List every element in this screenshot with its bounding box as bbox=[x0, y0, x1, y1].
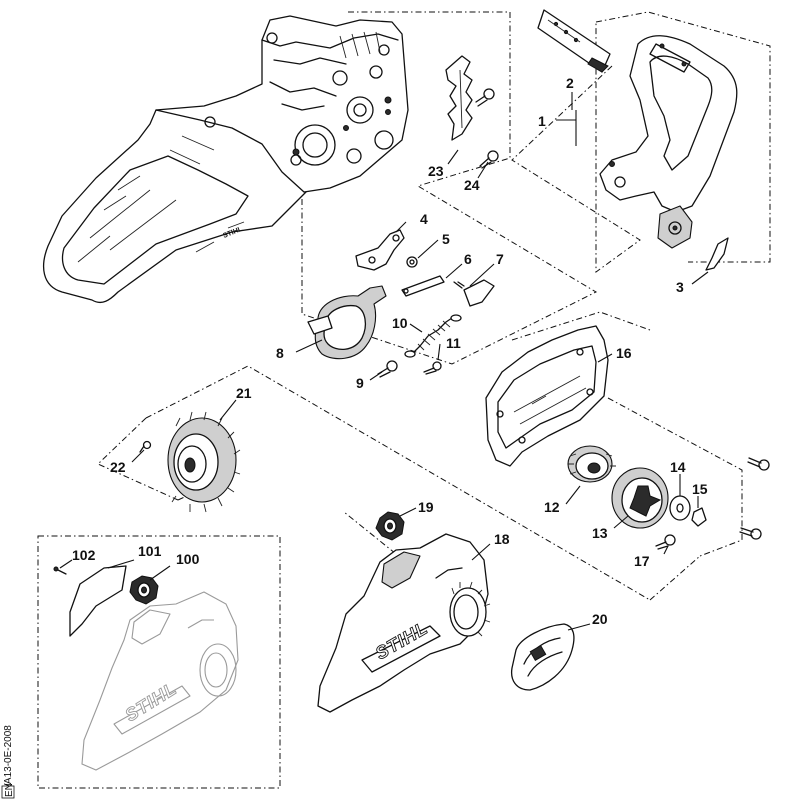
callout-13: 13 bbox=[592, 525, 608, 541]
callout-4: 4 bbox=[420, 211, 428, 227]
callout-100: 100 bbox=[176, 551, 200, 567]
callout-101: 101 bbox=[138, 543, 162, 559]
callout-18: 18 bbox=[494, 531, 510, 547]
callout-12: 12 bbox=[544, 499, 560, 515]
label-plate bbox=[537, 9, 611, 73]
bracket-group bbox=[445, 55, 499, 169]
callout-2: 2 bbox=[566, 75, 574, 91]
callout-22: 22 bbox=[110, 459, 126, 475]
inset-assembly: STIHL bbox=[53, 565, 239, 771]
callout-19: 19 bbox=[418, 499, 434, 515]
callout-1: 1 bbox=[538, 113, 546, 129]
callout-10: 10 bbox=[392, 315, 408, 331]
callout-23: 23 bbox=[428, 163, 444, 179]
handguard bbox=[599, 35, 738, 271]
callout-9: 9 bbox=[356, 375, 364, 391]
callout-5: 5 bbox=[442, 231, 450, 247]
sprocket bbox=[139, 411, 241, 513]
callout-6: 6 bbox=[464, 251, 472, 267]
brake-parts bbox=[307, 229, 495, 378]
callout-labels: 1 2 3 4 5 6 7 8 9 10 11 12 13 14 15 16 1… bbox=[72, 75, 708, 627]
callout-14: 14 bbox=[670, 459, 686, 475]
image-code: VA13-0E-2008 EN bbox=[1, 725, 15, 799]
image-code-tag: EN bbox=[4, 783, 15, 797]
callout-3: 3 bbox=[676, 279, 684, 295]
callout-7: 7 bbox=[496, 251, 504, 267]
clutch-parts bbox=[567, 445, 770, 550]
callout-8: 8 bbox=[276, 345, 284, 361]
callout-17: 17 bbox=[634, 553, 650, 569]
callout-20: 20 bbox=[592, 611, 608, 627]
side-plate bbox=[485, 325, 609, 467]
leader-lines bbox=[59, 92, 709, 631]
crankcase-handle: STIHL bbox=[42, 15, 409, 304]
callout-15: 15 bbox=[692, 481, 708, 497]
sprocket-cover: STIHL bbox=[317, 511, 575, 713]
callout-24: 24 bbox=[464, 177, 480, 193]
callout-102: 102 bbox=[72, 547, 96, 563]
callout-11: 11 bbox=[446, 335, 461, 351]
image-code-text: VA13-0E-2008 bbox=[3, 725, 14, 790]
callout-21: 21 bbox=[236, 385, 252, 401]
callout-16: 16 bbox=[616, 345, 632, 361]
